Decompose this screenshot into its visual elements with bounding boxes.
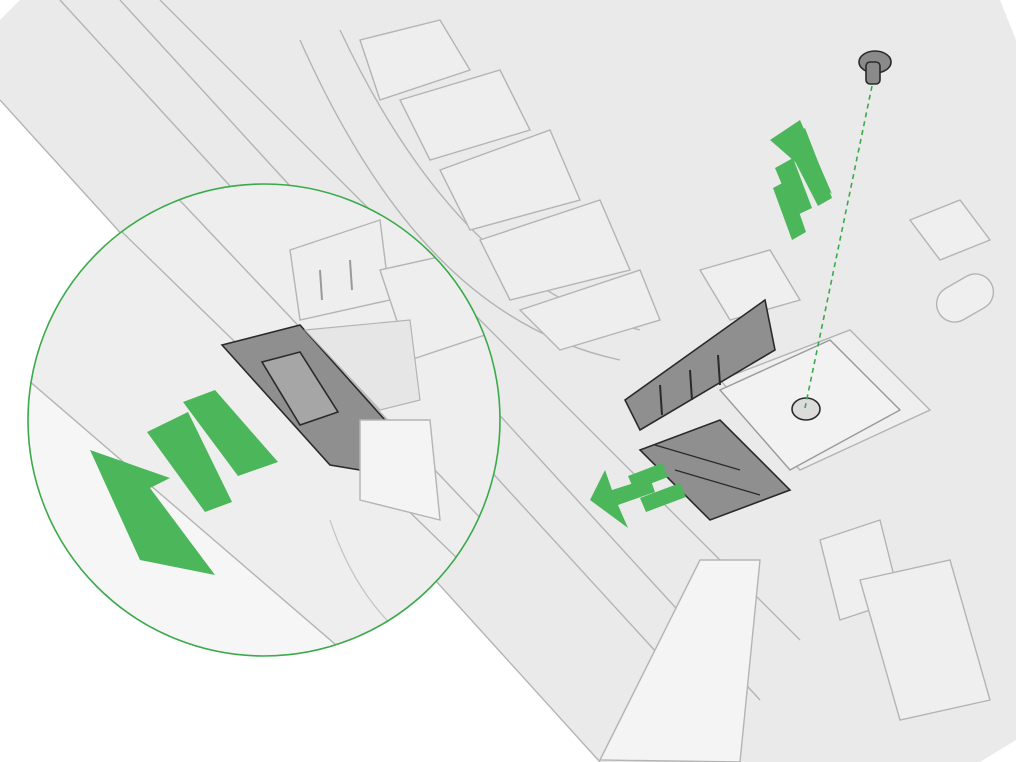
- screw-path-line: [804, 85, 873, 409]
- arrow-left-icon: [590, 463, 686, 528]
- arrow-up-icon: [770, 120, 832, 240]
- arrow-down-left-icon: [90, 390, 278, 575]
- screw-icon: [858, 50, 892, 85]
- ridged-drive-body: [359, 19, 661, 351]
- latch-tab-main: [623, 298, 792, 521]
- screw-block: [718, 339, 902, 471]
